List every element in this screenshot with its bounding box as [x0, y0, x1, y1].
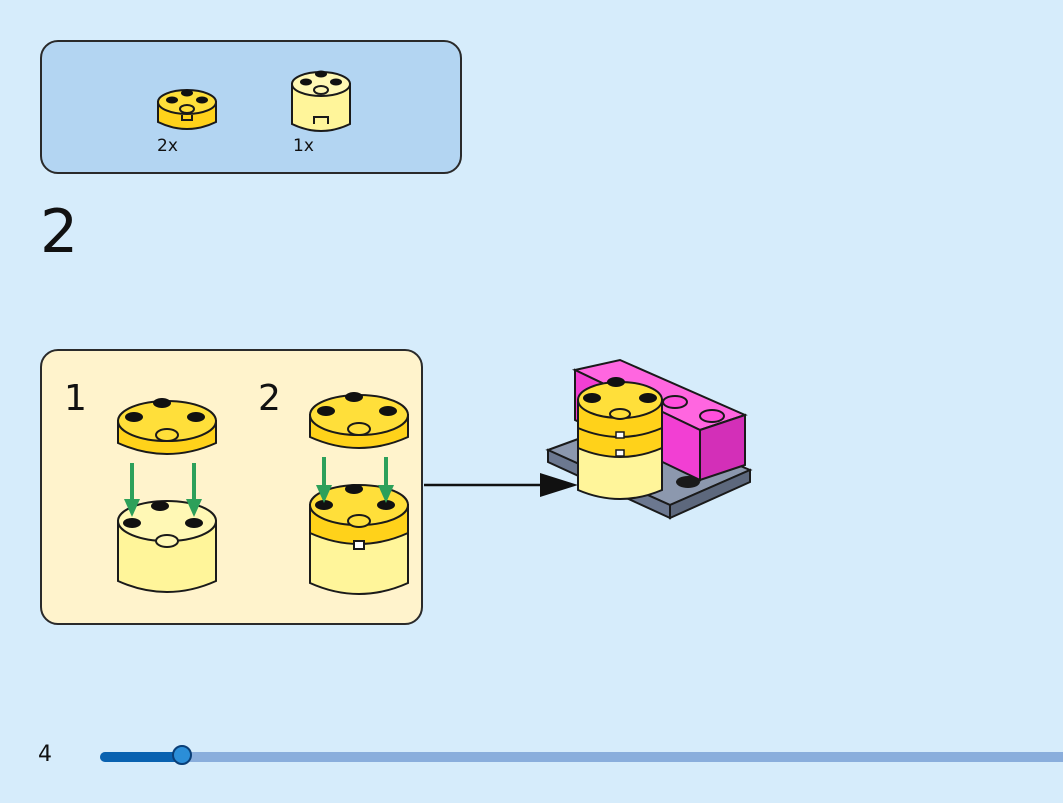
- callout-arrowhead: [540, 473, 578, 497]
- progress-track: [100, 752, 1063, 762]
- parts-panel: 2x 1x: [40, 40, 462, 174]
- progress-fill: [100, 752, 182, 762]
- substep-panel: 1 2: [40, 349, 423, 625]
- assembly-illustration: [424, 358, 753, 520]
- part-quantity: 1x: [293, 136, 314, 156]
- round-brick-light-yellow-icon: [291, 70, 351, 132]
- substep-number: 1: [64, 378, 87, 419]
- progress-knob: [171, 745, 192, 765]
- progress-bar: [100, 745, 1063, 765]
- page-number: 4: [38, 742, 52, 767]
- substep-number: 2: [258, 378, 281, 419]
- substep-1-illustration: [117, 398, 217, 593]
- round-brick-bright-yellow-icon: [157, 89, 217, 130]
- substep-2-illustration: [309, 392, 409, 595]
- step-number: 2: [40, 197, 79, 267]
- part-quantity: 2x: [157, 136, 178, 156]
